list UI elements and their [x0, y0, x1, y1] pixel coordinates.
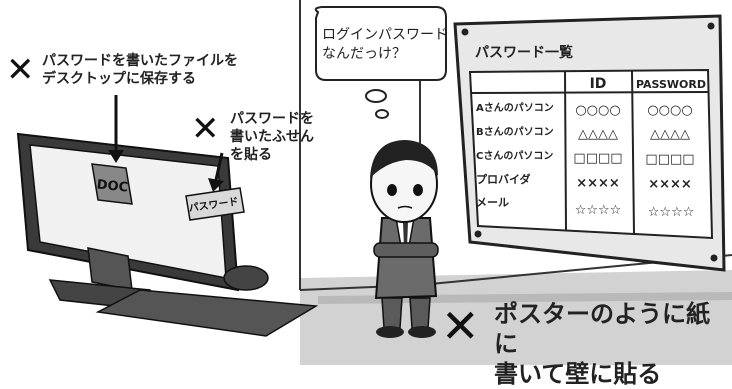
x-mark-icon: ✕	[6, 50, 35, 90]
character-crossed-arms	[373, 242, 439, 258]
caption-poster-line-1: ポスターのように紙に	[494, 300, 710, 358]
character-leg-right	[409, 297, 431, 329]
character-tie	[403, 222, 408, 248]
arrow-to-doc-file-head	[108, 150, 124, 163]
poster-header-id: ID	[590, 76, 607, 92]
caption-sticky-note: パスワードを 書いたふせん を貼る	[230, 110, 314, 164]
thought-bubble-line-1: ログインパスワード	[322, 27, 448, 43]
poster-row-id: ××××	[576, 176, 620, 191]
x-mark-icon: ✕	[191, 109, 220, 149]
pin-top-left	[461, 28, 469, 36]
mouse	[223, 265, 269, 291]
caption-poster-line-2: 書いて壁に貼る	[494, 360, 662, 388]
scene-illustration: パスワード一覧 ID PASSWORD Aさんのパソコン ○○○○ ○○○○ B…	[16, 0, 732, 365]
poster-row-password: ○○○○	[647, 103, 692, 118]
poster-row-id: ○○○○	[575, 103, 620, 118]
businessman-character	[370, 140, 439, 338]
caption-desktop-file-line-2: デスクトップに保存する	[42, 71, 196, 87]
poster-row-id: □□□□	[573, 151, 622, 166]
arrow-to-sticky-note-head	[208, 178, 224, 192]
sticky-note	[185, 187, 245, 221]
character-shoe-right	[408, 326, 436, 338]
poster-col-divider-2	[631, 70, 635, 235]
poster-row-password: □□□□	[645, 152, 694, 167]
thought-bubble-text: ログインパスワード なんだっけ？	[322, 26, 448, 64]
thought-bubble-dot-large	[365, 89, 387, 103]
thought-bubble-line-2: なんだっけ？	[322, 46, 406, 62]
x-mark-icon: ✕	[441, 299, 480, 353]
character-hair	[370, 140, 438, 178]
doc-file-label: DOC	[96, 177, 129, 195]
poster-header-password: PASSWORD	[636, 78, 706, 91]
caption-sticky-note-line-3: を貼る	[230, 147, 272, 163]
poster-title: パスワード一覧	[475, 44, 573, 61]
character-eye-left	[387, 184, 397, 196]
poster-row-label: プロバイダ	[476, 172, 531, 186]
poster-row-label: Cさんのパソコン	[476, 150, 553, 162]
password-poster: パスワード一覧 ID PASSWORD Aさんのパソコン ○○○○ ○○○○ B…	[453, 14, 726, 272]
pin-bottom-left	[474, 230, 482, 238]
thought-bubble-dot-small	[375, 109, 389, 119]
desktop-computer: DOC パスワード	[16, 132, 245, 313]
caption-poster: ポスターのように紙に 書いて壁に貼る	[494, 299, 732, 389]
poster-table	[468, 68, 714, 240]
pin-top-right	[707, 22, 715, 30]
poster-col-divider-1	[564, 70, 567, 232]
thought-bubble-body	[314, 6, 447, 81]
caption-sticky-note-line-1: パスワードを	[230, 111, 314, 127]
keyboard	[95, 289, 319, 337]
character-shoe-left	[376, 326, 404, 338]
poster-header-divider	[470, 91, 709, 94]
poster-row-password: ☆☆☆☆	[648, 205, 695, 220]
poster-row-label: Aさんのパソコン	[476, 102, 554, 114]
caption-desktop-file-line-1: パスワードを書いたファイルを	[42, 53, 238, 69]
character-mouth	[397, 205, 413, 209]
poster-row-label: メール	[476, 196, 509, 209]
poster-row-password: △△△△	[650, 127, 690, 142]
caption-desktop-file: パスワードを書いたファイルを デスクトップに保存する	[42, 52, 238, 88]
poster-row-id: ☆☆☆☆	[575, 203, 622, 218]
caption-sticky-note-line-2: 書いたふせん	[230, 129, 314, 145]
thought-bubble	[314, 6, 447, 119]
poster-row-label: Bさんのパソコン	[476, 126, 554, 138]
poster-row-id: △△△△	[578, 127, 618, 142]
doc-file-icon	[91, 163, 133, 205]
arrow-to-sticky-note	[214, 152, 224, 181]
character-eye-right	[413, 184, 423, 196]
pin-bottom-right	[710, 254, 718, 262]
character-leg-left	[381, 297, 403, 329]
poster-row-password: ××××	[648, 177, 692, 192]
